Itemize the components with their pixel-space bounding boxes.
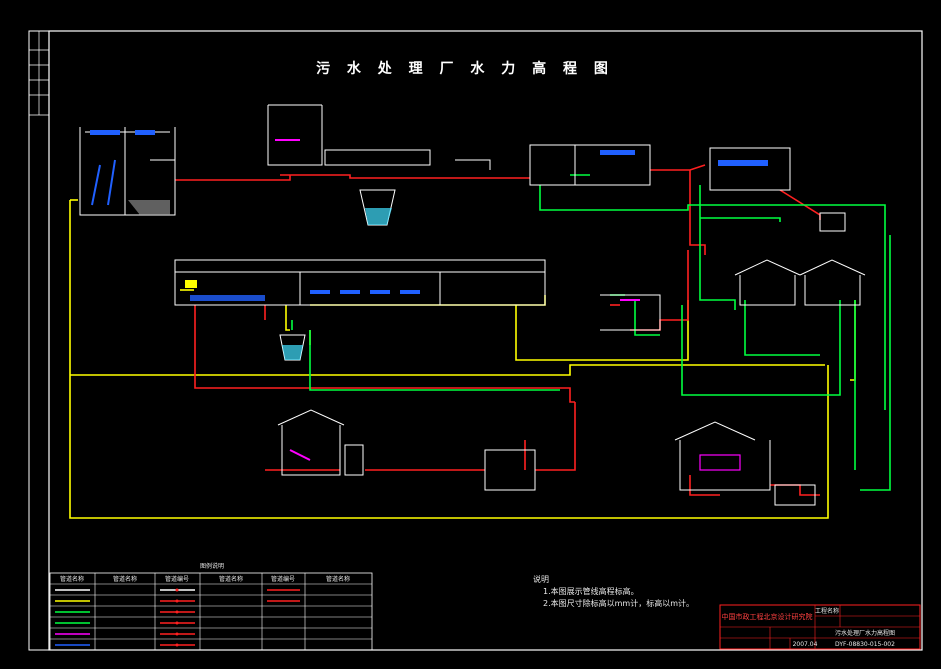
legend-table: 图例说明 管道名称 管道名称 管道编号 管道名称 管道编号 管道名称 [49, 562, 373, 651]
legend-title: 图例说明 [200, 562, 224, 570]
title-block-date: 2007.04 [793, 641, 818, 648]
notes-item-1: 1.本图展示管线高程标高。 [543, 586, 639, 596]
air-pipelines [291, 174, 891, 491]
legend-header-3: 管道编号 [165, 575, 189, 583]
title-block-drawing-no: DYF-08830-015-002 [835, 641, 895, 648]
drawing-title: 污 水 处 理 厂 水 力 高 程 图 [316, 60, 614, 77]
equipment-accents [90, 130, 768, 471]
notes-item-2: 2.本图尺寸除标高以mm计，标高以m计。 [543, 598, 694, 608]
legend-header-5: 管道编号 [271, 575, 295, 583]
title-block-drawing-name: 污水处理厂水力高程图 [835, 629, 895, 637]
process-structures [79, 104, 866, 506]
inner-frame [48, 30, 923, 651]
title-block: 中国市政工程北京设计研究院 工程名称 污水处理厂水力高程图 2007.04 DY… [719, 604, 921, 650]
legend-header-4: 管道名称 [219, 575, 243, 583]
left-strip-cells [29, 31, 49, 116]
legend-header-6: 管道名称 [326, 575, 350, 583]
notes-heading: 说明 [533, 574, 549, 584]
legend-header-2: 管道名称 [113, 575, 137, 583]
sludge-pipelines [175, 164, 821, 496]
title-block-org: 中国市政工程北京设计研究院 [722, 612, 813, 621]
outer-frame [28, 30, 923, 651]
legend-header-1: 管道名称 [60, 575, 84, 583]
notes: 说明 1.本图展示管线高程标高。 2.本图尺寸除标高以mm计，标高以m计。 [533, 574, 694, 608]
title-block-project-label: 工程名称 [815, 607, 839, 615]
